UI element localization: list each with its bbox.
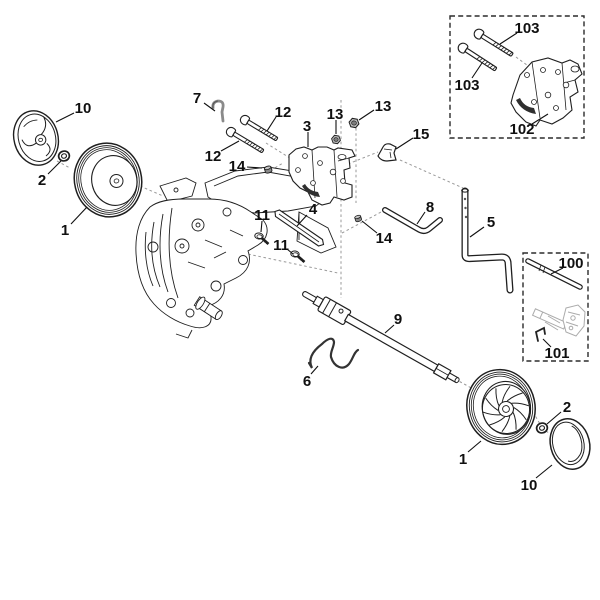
part-callout-14-10: 14: [229, 158, 246, 175]
right-hub-cap-drawing: [549, 418, 591, 470]
part-callout-2-20: 2: [563, 399, 571, 416]
bolt-part-103-lower: [455, 40, 500, 74]
inset-boxes: [449, 15, 589, 362]
engine-housing-drawing: [135, 166, 337, 339]
part-callout-8-15: 8: [426, 199, 434, 216]
part-callout-3-6: 3: [303, 118, 311, 135]
part-callout-11-12: 11: [273, 237, 289, 254]
clip-part-15-drawing: [377, 143, 397, 162]
leader-line-14-14: [361, 220, 378, 234]
leader-line-14-10: [246, 166, 263, 169]
inset-bracket-kit-border: [449, 15, 585, 139]
part-callout-4-13: 4: [309, 201, 318, 218]
callout-leader-lines: [47, 32, 564, 479]
leader-line-11-12: [286, 248, 294, 255]
bracket-part-102-drawing: [510, 57, 583, 127]
leader-line-10-21: [535, 464, 553, 479]
bolt-part-103-upper: [471, 26, 516, 60]
leader-line-101-26: [542, 338, 552, 348]
spring-clip-part-6-drawing: [307, 337, 360, 369]
ghost-assembly-drawing: [531, 304, 586, 337]
hex-key-part-7-drawing: [211, 99, 225, 123]
leader-line-2-20: [546, 411, 562, 425]
left-hub-cap-drawing: [12, 110, 60, 166]
leader-line-11-11: [260, 220, 263, 233]
nut-part-14-right: [353, 214, 363, 223]
nut-part-13-right: [347, 117, 361, 129]
leader-line-12-4: [266, 116, 277, 132]
part-callout-15-9: 15: [413, 126, 430, 143]
part-callout-10-0: 10: [75, 100, 92, 117]
blade-part-4-drawing: [274, 209, 325, 247]
leader-line-1-19: [467, 440, 482, 453]
part-callout-101-26: 101: [544, 345, 569, 362]
inset-bracket-kit-drawing: [455, 26, 583, 127]
part-callout-7-3: 7: [193, 90, 201, 107]
part-callout-100-25: 100: [558, 255, 583, 272]
part-callout-103-22: 103: [514, 20, 539, 37]
leader-line-12-5: [220, 140, 240, 152]
leader-line-100-25: [550, 267, 564, 275]
leader-line-5-16: [469, 226, 485, 238]
leader-line-13-8: [358, 109, 375, 121]
part-callout-13-8: 13: [375, 98, 392, 115]
left-wheel-drawing: [73, 142, 143, 218]
inset-rod-kit-border: [522, 252, 589, 362]
leader-line-7-3: [203, 102, 216, 112]
leader-line-103-22: [499, 32, 518, 45]
leader-line-15-9: [395, 137, 414, 150]
part-callout-1-19: 1: [459, 451, 467, 468]
part-callout-5-16: 5: [487, 214, 495, 231]
part-callout-10-21: 10: [521, 477, 538, 494]
part-callout-12-4: 12: [275, 104, 292, 121]
leader-line-4-13: [296, 214, 308, 227]
screw-part-11-lower: [288, 249, 308, 264]
nut-part-13-left: [330, 134, 342, 145]
axle-part-9-drawing: [302, 291, 460, 384]
part-callout-103-23: 103: [454, 77, 479, 94]
part-callout-14-14: 14: [376, 230, 393, 247]
rod-part-8-drawing: [382, 207, 443, 234]
right-washer-drawing: [534, 421, 550, 435]
leader-line-6-18: [310, 365, 319, 375]
part-callout-11-11: 11: [254, 207, 270, 224]
part-callout-102-24: 102: [509, 121, 534, 138]
leader-line-10-0: [55, 112, 75, 123]
leader-line-2-1: [47, 160, 62, 175]
rod-part-100-drawing: [525, 258, 583, 290]
leader-line-9-17: [384, 324, 395, 334]
bracket-part-3-drawing: [288, 146, 356, 206]
rod-part-5-drawing: [461, 187, 514, 294]
right-wheel-drawing: [466, 368, 536, 446]
leader-line-102-24: [531, 113, 549, 125]
part-callout-12-5: 12: [205, 148, 222, 165]
leader-line-1-2: [70, 206, 88, 225]
clip-part-101-drawing: [534, 326, 546, 342]
left-washer-drawing: [56, 149, 72, 163]
part-callout-6-18: 6: [303, 373, 311, 390]
part-callout-13-7: 13: [327, 106, 344, 123]
part-callout-1-2: 1: [61, 222, 69, 239]
leader-line-8-15: [416, 211, 426, 225]
part-callout-2-1: 2: [38, 172, 46, 189]
leader-line-103-23: [471, 62, 483, 79]
inset-rod-kit-drawing: [525, 258, 586, 342]
part-callout-9-17: 9: [394, 311, 402, 328]
